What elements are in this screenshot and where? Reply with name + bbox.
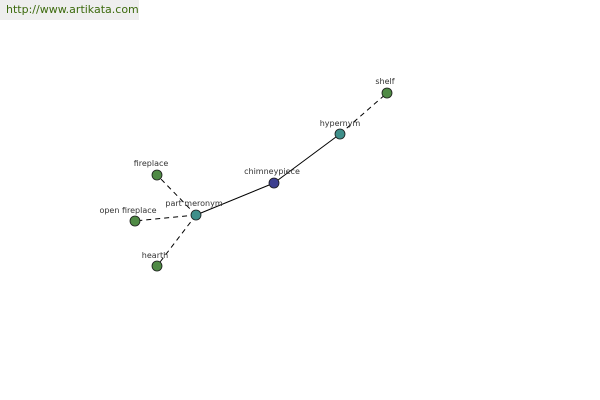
relation-node-marker — [334, 128, 346, 140]
node-open-fireplace[interactable]: open fireplace — [99, 206, 157, 227]
edge-part-meronym-open-fireplace — [134, 214, 197, 222]
node-label-shelf: shelf — [375, 77, 394, 86]
node-label-hypernym: hypernym — [320, 119, 361, 128]
node-hearth[interactable]: hearth — [142, 251, 168, 272]
leaf-node-marker — [129, 215, 141, 227]
node-chimneypiece[interactable]: chimneypiece — [244, 167, 300, 189]
edge-chimneypiece-part-meronym — [195, 182, 275, 216]
node-shelf[interactable]: shelf — [375, 77, 395, 99]
node-label-part-meronym: part meronym — [165, 199, 222, 208]
site-url-banner[interactable]: http://www.artikata.com — [0, 0, 139, 20]
edge-part-meronym-fireplace — [156, 174, 197, 216]
edge-hypernym-shelf — [339, 92, 388, 135]
leaf-node-marker — [381, 87, 393, 99]
node-fireplace[interactable]: fireplace — [134, 159, 169, 181]
relation-node-marker — [190, 209, 202, 221]
node-hypernym[interactable]: hypernym — [320, 119, 361, 140]
leaf-node-marker — [151, 169, 163, 181]
node-label-fireplace: fireplace — [134, 159, 169, 168]
node-label-hearth: hearth — [142, 251, 168, 260]
edge-chimneypiece-hypernym — [273, 133, 341, 184]
node-label-open-fireplace: open fireplace — [99, 206, 156, 215]
center-node-marker — [268, 177, 280, 189]
node-part-meronym[interactable]: part meronym — [165, 199, 223, 221]
node-label-chimneypiece: chimneypiece — [244, 167, 300, 176]
edge-part-meronym-hearth — [156, 214, 197, 267]
leaf-node-marker — [151, 260, 163, 272]
